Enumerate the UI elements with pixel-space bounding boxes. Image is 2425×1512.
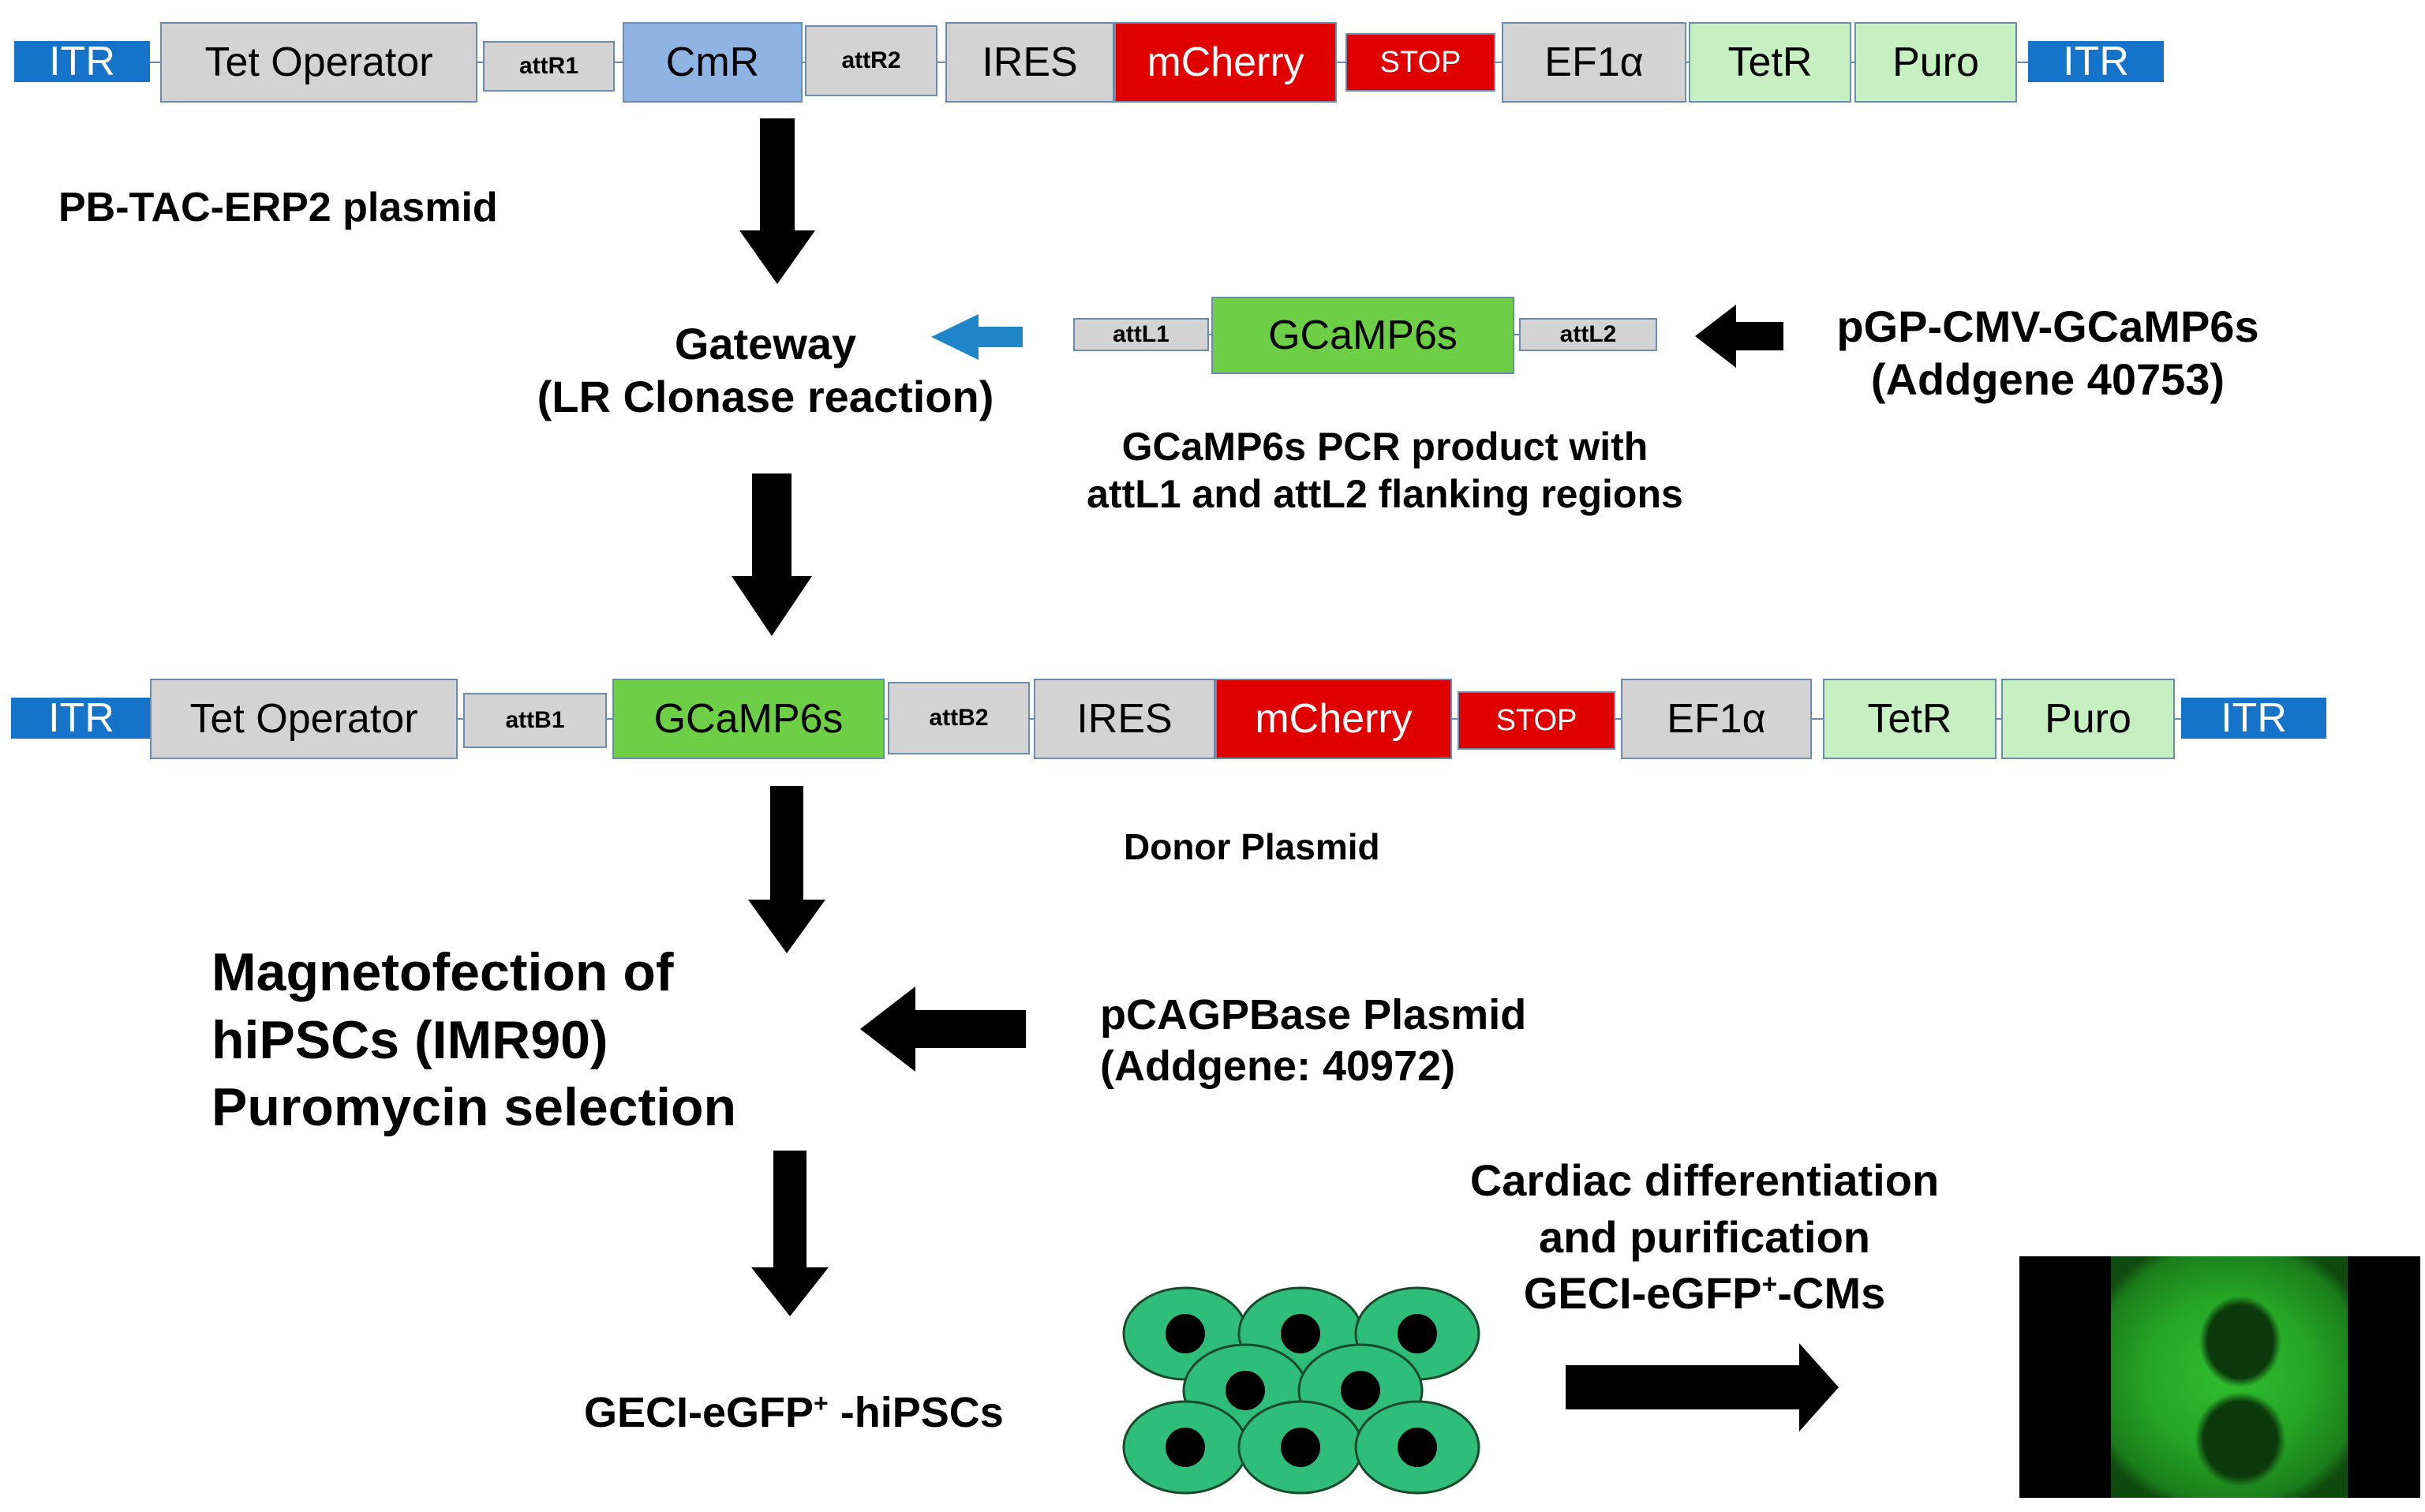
- down-arrow-icon: [751, 1151, 829, 1316]
- cardiac-line1: Cardiac differentiation: [1469, 1155, 1940, 1205]
- left-arrow-icon: [1695, 305, 1783, 368]
- pcr-gcamp: GCaMP6s: [1211, 297, 1514, 374]
- pcr-source: pGP-CMV-GCaMP6s (Addgene 40753): [1791, 300, 2304, 406]
- pcr-caption: GCaMP6s PCR product with attL1 and attL2…: [1018, 423, 1752, 518]
- construct2-itr-right: ITR: [2181, 695, 2326, 741]
- hipsc-label: GECI-eGFP+ -hiPSCs: [584, 1387, 1004, 1439]
- pcr-source-line2: (Addgene 40753): [1870, 354, 2225, 405]
- cardiac-label: Cardiac differentiation and purification…: [1413, 1152, 1997, 1322]
- construct1-attR1: attR1: [483, 41, 615, 92]
- construct2-gcamp: GCaMP6s: [612, 679, 885, 759]
- construct1-stop: STOP: [1345, 33, 1495, 92]
- cell-nuclei: [1166, 1314, 1437, 1467]
- magnetofection-line2: hiPSCs (IMR90): [211, 1009, 608, 1070]
- gateway-line2: (LR Clonase reaction): [537, 372, 994, 422]
- pcr-attL2: attL2: [1519, 318, 1657, 351]
- construct2-stop: STOP: [1458, 691, 1615, 750]
- left-arrow-icon: [860, 986, 1026, 1072]
- pcag-line2: (Addgene: 40972): [1100, 1042, 1456, 1090]
- construct1-ef1a: EF1α: [1502, 22, 1686, 103]
- magnetofection-line1: Magnetofection of: [211, 942, 674, 1002]
- construct1-attR2: attR2: [805, 25, 937, 96]
- right-arrow-icon: [1566, 1343, 1839, 1432]
- construct2-puro: Puro: [2001, 679, 2175, 759]
- pcag-label: pCAGPBase Plasmid (Addgene: 40972): [1100, 990, 1526, 1092]
- construct2-tet-operator: Tet Operator: [150, 679, 458, 759]
- construct2-ef1a: EF1α: [1621, 679, 1812, 759]
- construct1-puro: Puro: [1854, 22, 2017, 103]
- hipsc-label-suffix: -hiPSCs: [828, 1389, 1004, 1436]
- cardiomyocyte-micrograph: [2019, 1256, 2420, 1498]
- hipsc-label-text: GECI-eGFP: [584, 1389, 814, 1436]
- down-arrow-icon: [732, 473, 812, 636]
- construct2-attB1: attB1: [463, 693, 607, 748]
- construct2-itr-left: ITR: [11, 695, 152, 741]
- construct2-mcherry: mCherry: [1215, 679, 1452, 759]
- construct2-ires: IRES: [1034, 679, 1215, 759]
- magnetofection-line3: Puromycin selection: [211, 1077, 737, 1138]
- cardiac-line3-prefix: GECI-eGFP: [1523, 1268, 1762, 1319]
- construct1-mcherry: mCherry: [1114, 22, 1337, 103]
- pcr-caption-line1: GCaMP6s PCR product with: [1121, 425, 1648, 469]
- cardiac-line3: GECI-eGFP+-CMs: [1413, 1265, 1997, 1322]
- gateway-line1: Gateway: [674, 319, 857, 369]
- pcr-source-line1: pGP-CMV-GCaMP6s: [1836, 301, 2259, 351]
- cardiac-line3-sup: +: [1761, 1269, 1778, 1300]
- construct2-tetR: TetR: [1823, 679, 1997, 759]
- pcr-attL1: attL1: [1073, 318, 1209, 351]
- gateway-label: Gateway (LR Clonase reaction): [473, 317, 1057, 423]
- construct1-cmR: CmR: [623, 22, 803, 103]
- down-arrow-icon: [748, 786, 825, 953]
- pcr-caption-line2: attL1 and attL2 flanking regions: [1087, 472, 1683, 516]
- cardiomyocyte-cell: [2111, 1256, 2348, 1498]
- down-arrow-icon: [739, 118, 815, 284]
- construct1-tetR: TetR: [1689, 22, 1851, 103]
- cardiac-line2: and purification: [1539, 1211, 1870, 1262]
- construct1-itr-left: ITR: [14, 39, 150, 84]
- pcag-line1: pCAGPBase Plasmid: [1100, 991, 1527, 1039]
- construct1-itr-right: ITR: [2028, 39, 2164, 84]
- magnetofection-label: Magnetofection of hiPSCs (IMR90) Puromyc…: [211, 939, 736, 1142]
- cardiac-line3-suffix: -CMs: [1777, 1268, 1886, 1319]
- construct2-attB2: attB2: [888, 682, 1030, 754]
- hipsc-label-sup: +: [814, 1389, 829, 1417]
- construct1-ires: IRES: [945, 22, 1114, 103]
- construct1-name: PB-TAC-ERP2 plasmid: [58, 185, 498, 230]
- construct1-tet-operator: Tet Operator: [160, 22, 477, 103]
- construct2-name: Donor Plasmid: [1124, 826, 1380, 867]
